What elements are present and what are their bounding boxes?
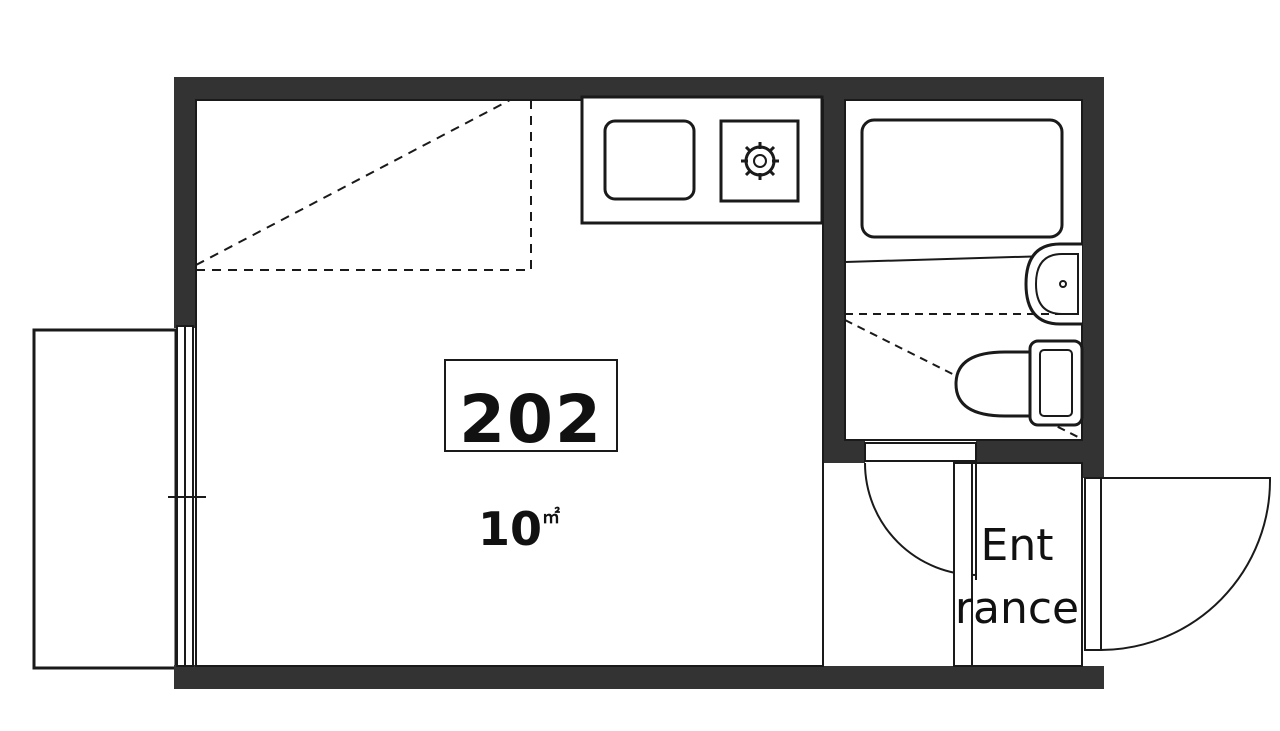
wall-bath-left — [823, 100, 845, 463]
front-door[interactable] — [1084, 477, 1272, 651]
entrance-label-line1: Ent — [981, 520, 1054, 571]
gas-stove-icon — [719, 119, 800, 203]
wall-right-corner — [1082, 666, 1104, 689]
wall-top — [174, 77, 1104, 100]
sink-icon — [603, 119, 696, 201]
wall-left-upper — [174, 77, 196, 328]
wall-left-lower — [174, 665, 196, 689]
room-area: 10㎡ — [478, 502, 560, 556]
room-area-unit: ㎡ — [542, 506, 560, 528]
room-area-value: 10 — [478, 502, 542, 556]
room-number: 202 — [459, 381, 603, 458]
bathroom — [844, 118, 1084, 439]
room-number-box: 202 — [444, 359, 618, 458]
entrance-partition — [953, 462, 1083, 667]
balcony — [32, 328, 178, 670]
wall-bath-bottom — [823, 440, 865, 463]
window-icon — [168, 325, 206, 667]
entrance-label-line2: rance — [955, 583, 1079, 634]
wall-bath-bottom-right — [976, 440, 1082, 463]
wall-bottom — [174, 666, 1104, 689]
bathtub-icon — [860, 118, 1064, 239]
washbasin-icon — [1024, 242, 1082, 326]
door-swing-icon — [1100, 477, 1272, 651]
walls — [174, 77, 1104, 689]
closet-dashed — [195, 99, 532, 271]
kitchen-counter — [580, 95, 824, 225]
wall-right — [1082, 77, 1104, 478]
toilet-icon — [954, 339, 1084, 427]
